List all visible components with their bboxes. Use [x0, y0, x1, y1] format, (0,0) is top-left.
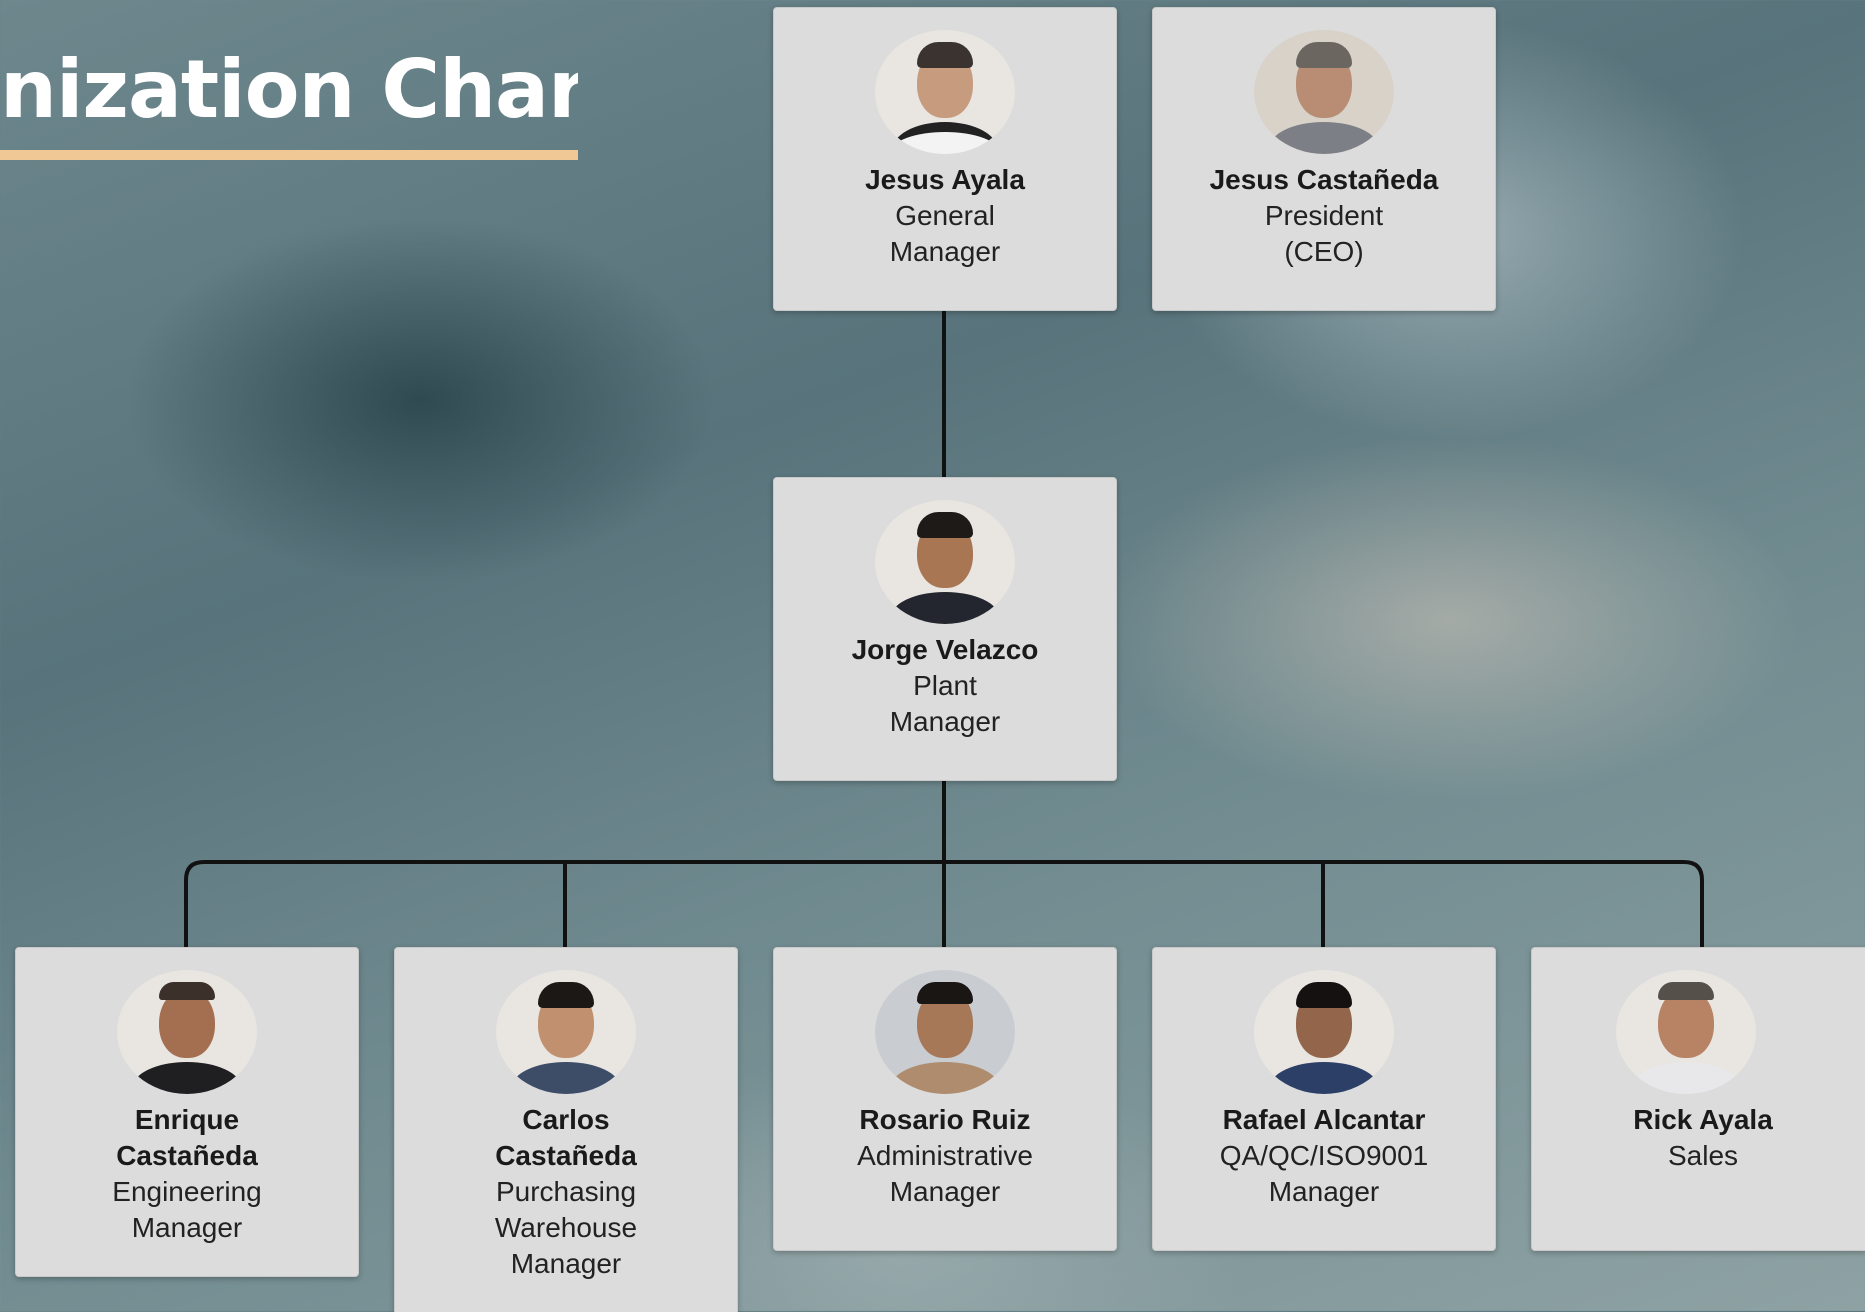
photo-jesus-ayala — [875, 30, 1015, 154]
card-jorge-velazco: Jorge Velazco Plant Manager — [773, 477, 1117, 781]
title-underline — [0, 150, 578, 160]
person-role: Purchasing — [495, 1176, 637, 1207]
person-role: Manager — [889, 706, 1001, 737]
person-name: Castañeda — [495, 1140, 637, 1171]
person-name: Rick Ayala — [1633, 1104, 1773, 1135]
person-role: Manager — [510, 1248, 622, 1279]
person-role: QA/QC/ISO9001 — [1219, 1140, 1429, 1171]
card-carlos-castaneda: Carlos Castañeda Purchasing Warehouse Ma… — [394, 947, 738, 1312]
person-name: Enrique — [134, 1104, 240, 1135]
photo-rafael-alcantar — [1254, 970, 1394, 1094]
person-name: Jorge Velazco — [851, 634, 1039, 665]
card-jesus-castaneda: Jesus Castañeda President (CEO) — [1152, 7, 1496, 311]
person-name: Castañeda — [116, 1140, 258, 1171]
photo-jesus-castaneda — [1254, 30, 1394, 154]
person-role: Manager — [131, 1212, 243, 1243]
person-role: General — [895, 200, 995, 231]
person-role: (CEO) — [1284, 236, 1364, 267]
person-role: Administrative — [857, 1140, 1033, 1171]
photo-carlos-castaneda — [496, 970, 636, 1094]
person-role: Sales — [1667, 1140, 1739, 1171]
person-role: Manager — [1268, 1176, 1380, 1207]
photo-rick-ayala — [1616, 970, 1756, 1094]
page-title: nization Chart — [0, 43, 578, 136]
connector-horizontal-bus — [184, 860, 1704, 947]
person-name: Jesus Ayala — [865, 164, 1025, 195]
person-role: President — [1264, 200, 1384, 231]
photo-enrique-castaneda — [117, 970, 257, 1094]
person-name: Carlos — [522, 1104, 610, 1135]
card-jesus-ayala: Jesus Ayala General Manager — [773, 7, 1117, 311]
person-role: Engineering — [112, 1176, 262, 1207]
photo-jorge-velazco — [875, 500, 1015, 624]
person-role: Manager — [889, 1176, 1001, 1207]
card-rick-ayala: Rick Ayala Sales — [1531, 947, 1865, 1251]
person-role: Manager — [889, 236, 1001, 267]
card-rafael-alcantar: Rafael Alcantar QA/QC/ISO9001 Manager — [1152, 947, 1496, 1251]
photo-rosario-ruiz — [875, 970, 1015, 1094]
person-role: Plant — [913, 670, 977, 701]
person-name: Jesus Castañeda — [1209, 164, 1439, 195]
person-role: Warehouse — [494, 1212, 638, 1243]
person-name: Rosario Ruiz — [859, 1104, 1031, 1135]
card-rosario-ruiz: Rosario Ruiz Administrative Manager — [773, 947, 1117, 1251]
card-enrique-castaneda: Enrique Castañeda Engineering Manager — [15, 947, 359, 1277]
person-name: Rafael Alcantar — [1222, 1104, 1426, 1135]
